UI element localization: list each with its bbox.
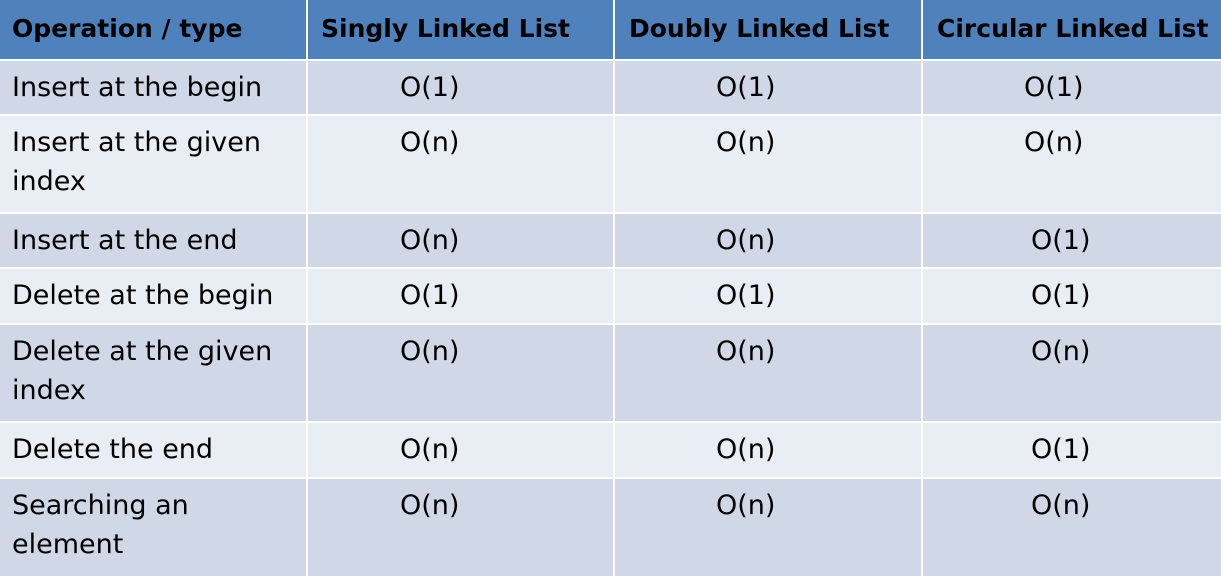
row-circular: O(1): [923, 214, 1221, 267]
row-circular: O(n): [923, 479, 1221, 576]
row-doubly: O(n): [615, 325, 921, 421]
row-operation: Insert at the end: [0, 214, 306, 267]
row-operation: Insert at the given index: [0, 116, 306, 212]
row-circular: O(1): [923, 61, 1221, 114]
row-circular: O(1): [923, 423, 1221, 477]
row-operation: Insert at the begin: [0, 61, 306, 114]
row-doubly: O(1): [615, 269, 921, 323]
row-singly: O(n): [308, 423, 613, 477]
row-singly: O(1): [308, 61, 613, 114]
row-operation: Delete at the begin: [0, 269, 306, 323]
row-singly: O(1): [308, 269, 613, 323]
row-circular: O(1): [923, 269, 1221, 323]
row-circular: O(n): [923, 116, 1221, 212]
row-circular: O(n): [923, 325, 1221, 421]
header-singly: Singly Linked List: [308, 0, 613, 59]
row-singly: O(n): [308, 116, 613, 212]
header-circular: Circular Linked List: [923, 0, 1221, 59]
row-doubly: O(n): [615, 116, 921, 212]
header-operation: Operation / type: [0, 0, 306, 59]
row-operation: Delete the end: [0, 423, 306, 477]
row-singly: O(n): [308, 479, 613, 576]
row-doubly: O(1): [615, 61, 921, 114]
row-doubly: O(n): [615, 423, 921, 477]
row-singly: O(n): [308, 214, 613, 267]
row-doubly: O(n): [615, 479, 921, 576]
row-doubly: O(n): [615, 214, 921, 267]
header-doubly: Doubly Linked List: [615, 0, 921, 59]
row-singly: O(n): [308, 325, 613, 421]
row-operation: Delete at the given index: [0, 325, 306, 421]
row-operation: Searching an element: [0, 479, 306, 576]
